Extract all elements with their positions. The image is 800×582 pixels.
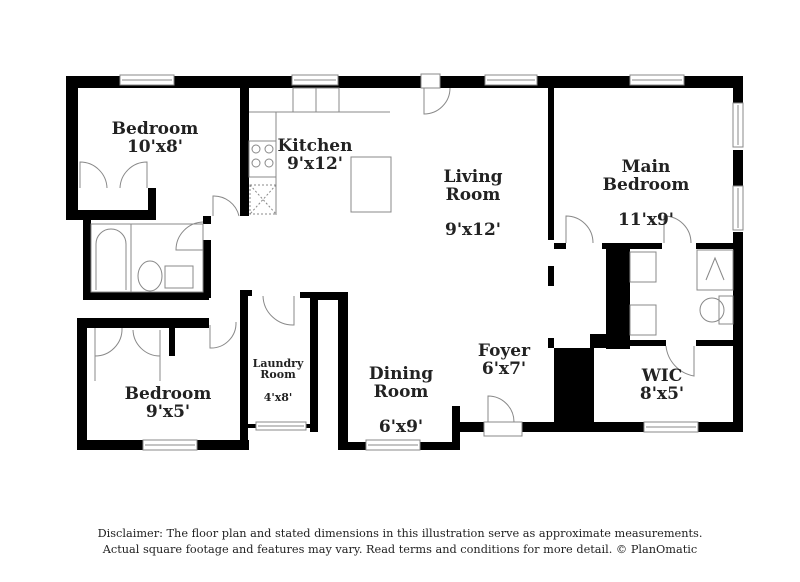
room-name: Foyer [477, 341, 531, 361]
room-label-main-bedroom: Main Bedroom 11'x9' [603, 141, 690, 248]
windows [119, 74, 744, 451]
room-label-foyer: Foyer 6'x7' [477, 341, 531, 379]
room-dimensions: 4'x8' [263, 391, 293, 405]
disclaimer-line-1: Disclaimer: The floor plan and stated di… [97, 527, 703, 540]
room-label-kitchen: Kitchen 9'x12' [277, 136, 353, 174]
disclaimer-line-2: Actual square footage and features may v… [102, 543, 698, 556]
room-label-living-room: Living Room 9'x12' [444, 151, 503, 258]
room-name: WIC [641, 366, 683, 386]
room-label-dining-room: Dining Room 6'x9' [369, 348, 433, 455]
room-name: Laundry Room [252, 356, 304, 382]
room-dimensions: 10'x8' [126, 136, 184, 157]
room-name: Dining Room [368, 363, 434, 402]
disclaimer: Disclaimer: The floor plan and stated di… [0, 526, 800, 558]
room-dimensions: 9'x12' [444, 220, 502, 241]
room-label-wic: WIC 8'x5' [639, 366, 685, 404]
room-dimensions: 11'x9' [617, 210, 675, 231]
room-dimensions: 9'x12' [286, 153, 344, 174]
room-label-bedroom-1: Bedroom 10'x8' [111, 119, 199, 157]
room-name: Kitchen [277, 136, 353, 156]
room-name: Bedroom [124, 384, 212, 404]
room-dimensions: 6'x7' [481, 358, 527, 379]
room-name: Bedroom [111, 119, 199, 139]
room-label-laundry-room: Laundry Room 4'x8' [253, 346, 304, 415]
room-name: Living Room [443, 166, 503, 205]
room-dimensions: 8'x5' [639, 383, 685, 404]
room-dimensions: 9'x5' [145, 401, 191, 422]
room-name: Main Bedroom [602, 156, 690, 195]
room-label-bedroom-2: Bedroom 9'x5' [124, 384, 212, 422]
room-dimensions: 6'x9' [378, 417, 424, 438]
doors-and-fixtures [79, 73, 734, 437]
